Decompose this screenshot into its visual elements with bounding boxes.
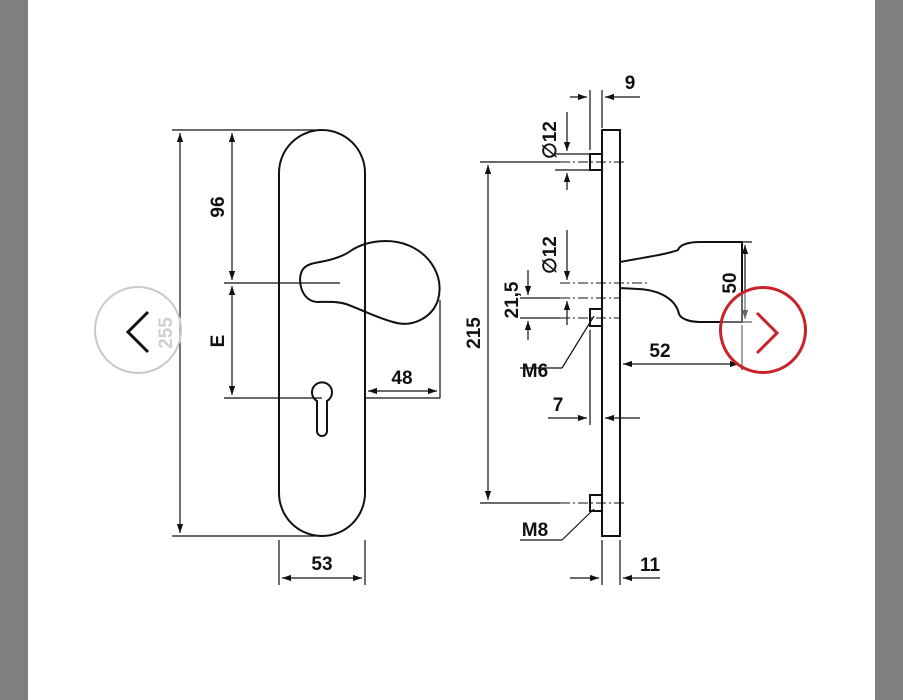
dim-52: 52 (649, 341, 670, 362)
dim-21-5: 21,5 (502, 281, 523, 318)
dim-96: 96 (208, 196, 229, 217)
dim-m8: M8 (522, 520, 548, 541)
front-view (278, 129, 441, 537)
dim-dia12-top: ∅12 (540, 121, 561, 159)
side-view-labels: 9 ∅12 ∅12 21,5 215 M6 7 52 50 M8 11 (464, 73, 741, 576)
side-plate (601, 129, 621, 537)
dim-e: E (208, 335, 229, 348)
dim-11: 11 (640, 555, 661, 576)
escutcheon-plate (278, 129, 366, 537)
dim-9: 9 (625, 73, 636, 94)
front-view-labels: 255 96 E 53 48 (156, 196, 413, 575)
knob-outline (299, 240, 441, 325)
dim-215: 215 (464, 317, 485, 349)
front-view-dimension-lines (172, 129, 441, 585)
right-gutter (875, 0, 903, 700)
dim-53: 53 (311, 554, 332, 575)
left-gutter (0, 0, 28, 700)
dim-dia12-mid: ∅12 (540, 236, 561, 274)
dim-7: 7 (553, 395, 564, 416)
dim-50: 50 (720, 272, 741, 293)
previous-image-button[interactable] (94, 286, 182, 374)
side-view-centerlines (560, 161, 650, 504)
keyhole (311, 381, 333, 437)
dim-48: 48 (391, 368, 412, 389)
next-image-button[interactable] (719, 286, 807, 374)
chevron-right-icon (755, 311, 780, 355)
dim-m6: M6 (522, 361, 548, 382)
side-view-dimension-lines (480, 90, 752, 585)
chevron-left-icon (125, 310, 150, 354)
